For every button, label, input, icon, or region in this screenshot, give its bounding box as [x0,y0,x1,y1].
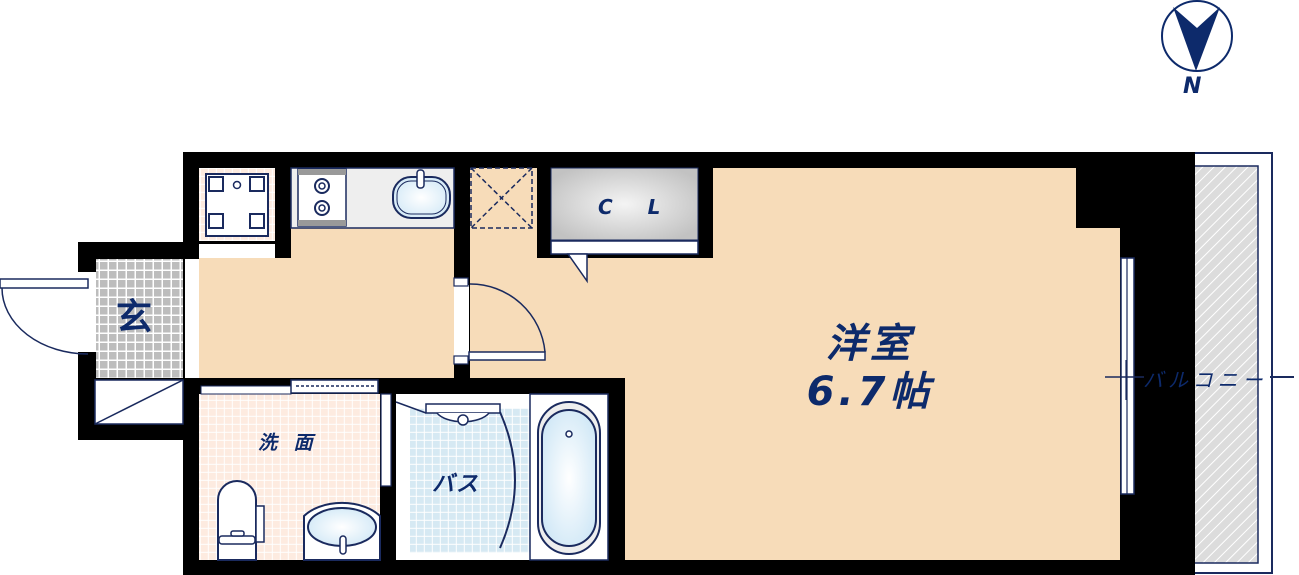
kitchen-counter [290,167,455,229]
north-arrow-icon [1161,0,1233,72]
bath-label: バス [432,472,481,497]
main-room-floor [470,168,1120,560]
bathroom [395,393,609,561]
north-label: N [1183,74,1202,99]
entrance [0,259,199,425]
washroom-label: 洗 面 [258,432,318,454]
main-room-label: 洋室 6.7帖 [790,320,950,416]
washroom [199,379,381,561]
closet-label: C L [598,195,675,219]
entrance-label: 玄 [116,297,153,338]
main-room-name: 洋室 [826,321,914,367]
balcony-label: バルコニー [1143,368,1268,392]
main-room-size: 6.7帖 [806,369,934,415]
